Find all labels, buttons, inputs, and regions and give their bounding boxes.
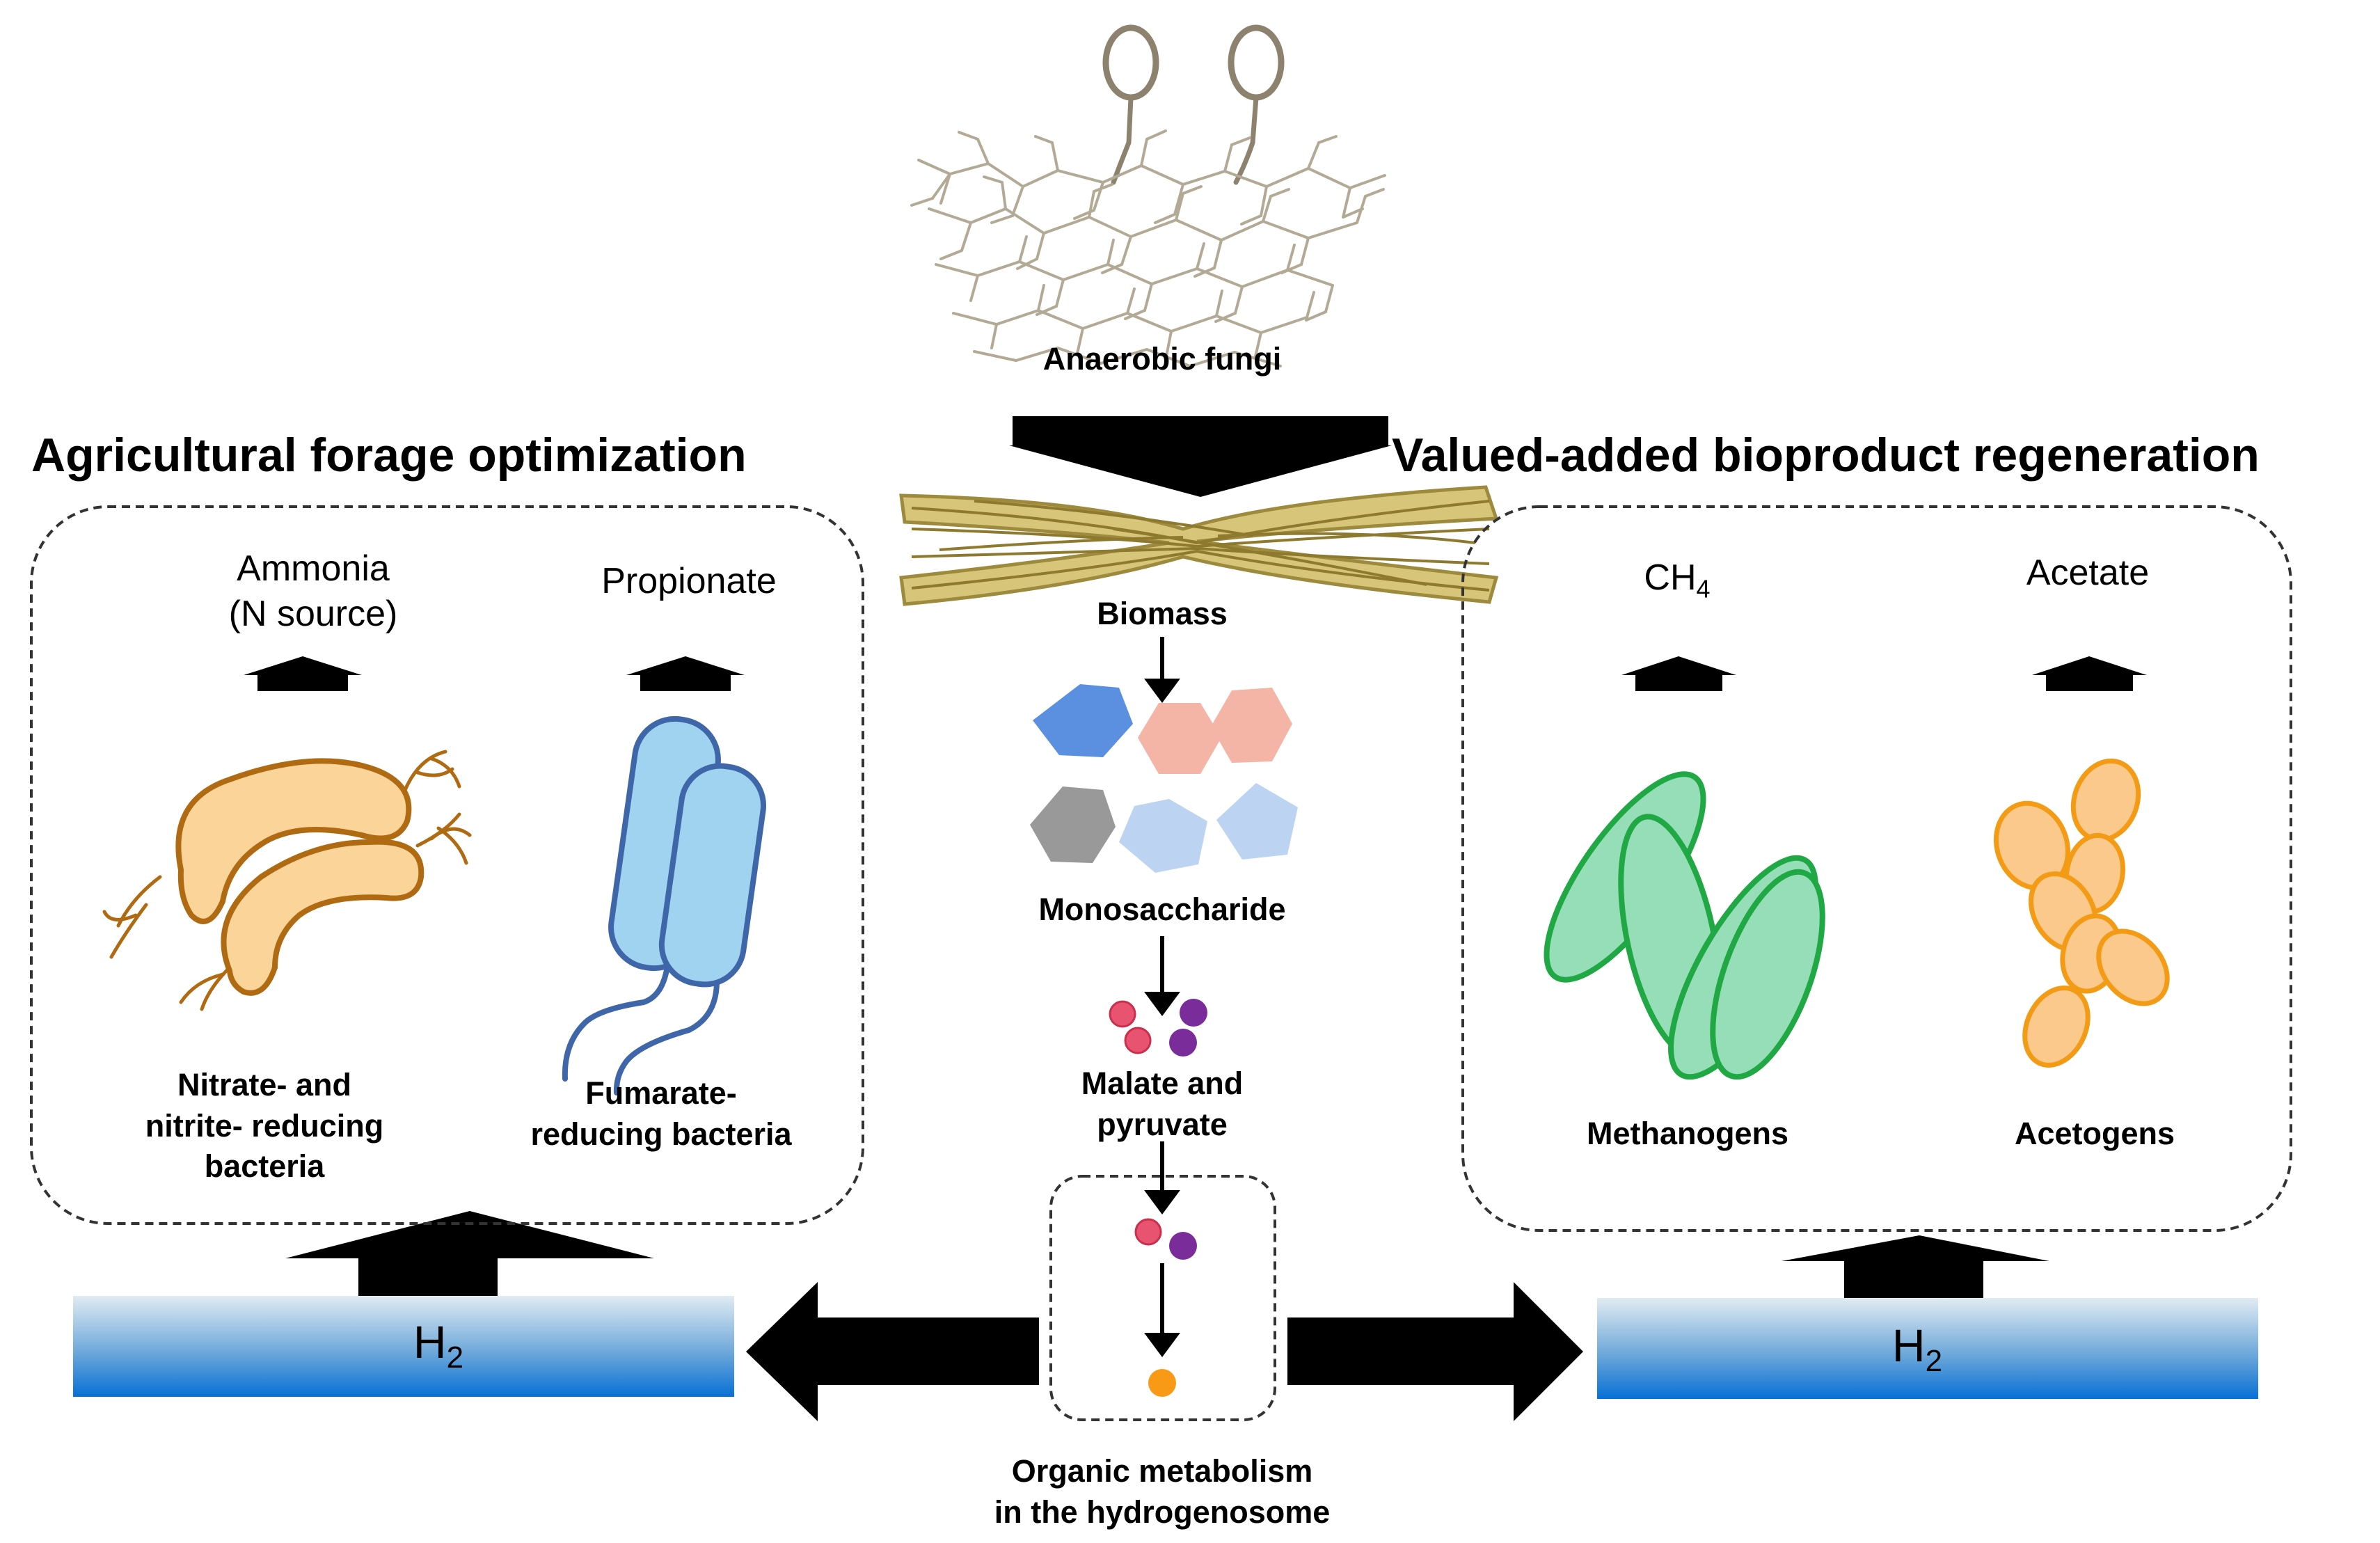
malate-pyruvate-dots bbox=[1109, 999, 1207, 1057]
ch4-base: CH bbox=[1644, 557, 1697, 598]
right-h2-base: H bbox=[1891, 1320, 1926, 1371]
ammonia-label-line2: (N source) bbox=[228, 594, 398, 634]
nitrate-reducing-bacteria-label: Nitrate- and nitrite- reducing bacteria bbox=[104, 1065, 425, 1187]
nitrate-reducing-bacteria bbox=[102, 750, 472, 1011]
nitrate-label-line3: bacteria bbox=[204, 1148, 325, 1184]
malate-label-line1: Malate and bbox=[1081, 1066, 1244, 1101]
hydrogenosome-label-line1: Organic metabolism bbox=[1011, 1453, 1313, 1489]
right-panel-box bbox=[1461, 505, 2292, 1232]
right-h2-label: H2 bbox=[1813, 1319, 2022, 1379]
right-big-arrow bbox=[1287, 1282, 1583, 1421]
left-h2-bar bbox=[73, 1296, 734, 1397]
ch4-label: CH4 bbox=[1566, 557, 1788, 603]
anaerobic-fungi-label: Anaerobic fungi bbox=[1042, 341, 1282, 377]
hydrogenosome-orange-dot bbox=[1148, 1369, 1176, 1397]
hydrogenosome-label: Organic metabolism in the hydrogenosome bbox=[926, 1451, 1399, 1533]
nitrate-label-line2: nitrite- reducing bbox=[145, 1107, 384, 1144]
monosaccharide-label: Monosaccharide bbox=[1038, 892, 1286, 927]
right-h2-subscript: 2 bbox=[1925, 1344, 1943, 1379]
methanogens-label: Methanogens bbox=[1586, 1116, 1789, 1151]
hydrogenosome-label-line2: in the hydrogenosome bbox=[994, 1494, 1331, 1530]
product-up-arrows bbox=[244, 656, 2147, 691]
ch4-subscript: 4 bbox=[1696, 574, 1711, 603]
center-small-arrows bbox=[1144, 637, 1180, 1358]
hydrogenosome-purple-dot bbox=[1169, 1232, 1197, 1260]
fumarate-label-line2: reducing bacteria bbox=[530, 1116, 792, 1152]
ammonia-label-line1: Ammonia bbox=[237, 548, 390, 589]
hydrogenosome-box bbox=[1049, 1175, 1276, 1421]
left-big-arrow bbox=[746, 1282, 1039, 1421]
right-section-title: Valued-added bioproduct regeneration bbox=[1392, 429, 2260, 482]
fumarate-label-line1: Fumarate- bbox=[585, 1075, 737, 1111]
left-panel-box bbox=[30, 505, 864, 1225]
left-h2-label: H2 bbox=[334, 1315, 543, 1375]
propionate-label: Propionate bbox=[601, 561, 777, 601]
left-h2-base: H bbox=[413, 1316, 447, 1368]
malate-pyruvate-label: Malate and pyruvate bbox=[988, 1063, 1336, 1145]
anaerobic-fungi-illustration bbox=[910, 24, 1386, 368]
left-h2-subscript: 2 bbox=[446, 1340, 464, 1375]
ammonia-label: Ammonia (N source) bbox=[167, 546, 459, 637]
right-h2-up-arrow bbox=[1782, 1235, 2049, 1298]
malate-label-line2: pyruvate bbox=[1097, 1106, 1228, 1142]
biomass-label: Biomass bbox=[1097, 596, 1228, 631]
fungi-to-biomass-arrow bbox=[1009, 416, 1392, 497]
hydrogenosome-red-dot bbox=[1134, 1218, 1162, 1246]
biomass-illustration bbox=[899, 485, 1499, 606]
acetogens bbox=[1993, 758, 2170, 1068]
right-h2-bar bbox=[1597, 1298, 2258, 1399]
monosaccharide-shapes bbox=[1030, 684, 1298, 873]
methanogens bbox=[1544, 771, 1825, 1080]
fumarate-reducing-bacteria-label: Fumarate- reducing bacteria bbox=[494, 1073, 828, 1155]
fumarate-reducing-bacteria bbox=[562, 715, 767, 1095]
left-section-title: Agricultural forage optimization bbox=[31, 429, 747, 482]
acetogens-label: Acetogens bbox=[2014, 1116, 2175, 1151]
left-h2-up-arrow bbox=[285, 1211, 654, 1296]
nitrate-label-line1: Nitrate- and bbox=[177, 1067, 352, 1102]
acetate-label: Acetate bbox=[2026, 553, 2150, 593]
